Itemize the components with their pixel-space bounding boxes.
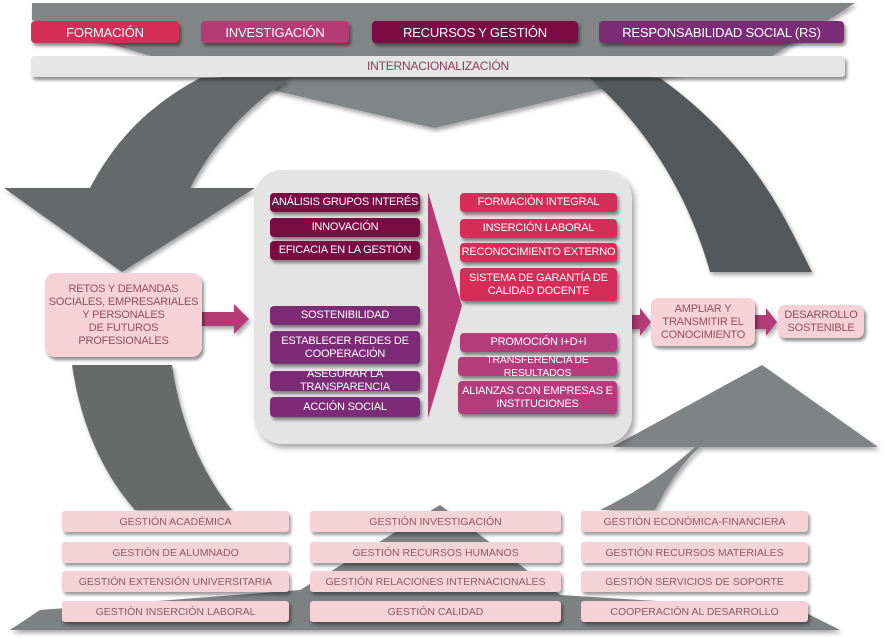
- result-item-line: ALIANZAS CON EMPRESAS E: [462, 384, 613, 397]
- left-ascending-arc: [72, 365, 232, 510]
- management-area: GESTIÓN EXTENSIÓN UNIVERSITARIA: [62, 571, 289, 592]
- result-item: RECONOCIMIENTO EXTERNO: [460, 243, 617, 262]
- result-item-line: INSTITUCIONES: [496, 397, 579, 410]
- management-area: GESTIÓN DE ALUMNADO: [62, 542, 289, 563]
- management-area: GESTIÓN INSERCIÓN LABORAL: [62, 601, 289, 622]
- output-line: DESARROLLO: [784, 308, 858, 321]
- output-knowledge-box: AMPLIAR Y TRANSMITIR EL CONOCIMIENTO: [651, 298, 755, 346]
- output-line: TRANSMITIR EL: [662, 315, 744, 328]
- bottom-base-arrow: [10, 505, 840, 630]
- management-area: GESTIÓN ECONÓMICA-FINANCIERA: [581, 511, 808, 532]
- arrow-knowledge-to-sustainable: [755, 308, 777, 336]
- process-item: EFICACIA EN LA GESTIÓN: [270, 241, 420, 260]
- arrow-process-to-knowledge: [628, 308, 651, 336]
- management-area: GESTIÓN ACADÉMICA: [62, 511, 289, 532]
- management-area: GESTIÓN RECURSOS HUMANOS: [310, 542, 561, 563]
- process-item: ANÁLISIS GRUPOS INTERÉS: [270, 193, 420, 212]
- inputs-line: DE FUTUROS: [88, 321, 159, 334]
- process-item-line: ESTABLECER REDES DE: [281, 334, 409, 347]
- process-item: ESTABLECER REDES DE COOPERACIÓN: [270, 331, 420, 364]
- output-sustainable-box: DESARROLLO SOSTENIBLE: [778, 305, 864, 338]
- right-ascending-arrow: [600, 365, 878, 510]
- management-area: GESTIÓN SERVICIOS DE SOPORTE: [581, 571, 808, 592]
- pillar-investigacion: INVESTIGACIÓN: [201, 21, 349, 43]
- inputs-line: RETOS Y DEMANDAS: [68, 282, 179, 295]
- left-descending-arrow: [4, 78, 290, 272]
- management-area: GESTIÓN RECURSOS MATERIALES: [581, 542, 808, 563]
- pillar-responsabilidad-social: RESPONSABILIDAD SOCIAL (RS): [599, 21, 844, 43]
- right-descending-arc: [590, 78, 812, 272]
- arrow-inputs-to-process: [202, 304, 249, 334]
- process-item: INNOVACIÓN: [270, 218, 420, 237]
- internacionalizacion-bar: INTERNACIONALIZACIÓN: [31, 56, 845, 77]
- management-area: COOPERACIÓN AL DESARROLLO: [581, 601, 808, 622]
- inputs-line: Y PERSONALES: [82, 308, 165, 321]
- management-area: GESTIÓN CALIDAD: [310, 601, 561, 622]
- output-line: SOSTENIBLE: [787, 321, 855, 334]
- process-item: ASEGURAR LA TRANSPARENCIA: [270, 368, 420, 393]
- process-divider-chevron: [428, 192, 462, 418]
- management-area: GESTIÓN RELACIONES INTERNACIONALES: [310, 571, 561, 592]
- output-line: CONOCIMIENTO: [660, 328, 746, 341]
- management-area: GESTIÓN INVESTIGACIÓN: [310, 511, 561, 532]
- inputs-line: SOCIALES, EMPRESARIALES: [48, 295, 199, 308]
- process-item: ACCIÓN SOCIAL: [270, 397, 420, 417]
- output-line: AMPLIAR Y: [674, 302, 732, 315]
- result-item: PROMOCIÓN I+D+I: [460, 333, 617, 352]
- process-item-line: COOPERACIÓN: [304, 347, 386, 360]
- result-item: ALIANZAS CON EMPRESAS E INSTITUCIONES: [458, 381, 617, 414]
- result-item-line: CALIDAD DOCENTE: [487, 284, 590, 297]
- result-item: TRANSFERENCIA DE RESULTADOS: [458, 354, 617, 379]
- result-item: INSERCIÓN LABORAL: [460, 219, 617, 238]
- process-item: SOSTENIBILIDAD: [270, 306, 420, 325]
- result-item: FORMACIÓN INTEGRAL: [460, 193, 617, 212]
- inputs-line: PROFESIONALES: [78, 334, 169, 347]
- pillar-recursos-gestion: RECURSOS Y GESTIÓN: [372, 21, 578, 43]
- result-item-line: SISTEMA DE GARANTÍA DE: [469, 271, 608, 284]
- pillar-formacion: FORMACIÓN: [31, 21, 179, 43]
- inputs-box: RETOS Y DEMANDAS SOCIALES, EMPRESARIALES…: [45, 273, 202, 357]
- result-item: SISTEMA DE GARANTÍA DE CALIDAD DOCENTE: [460, 268, 617, 301]
